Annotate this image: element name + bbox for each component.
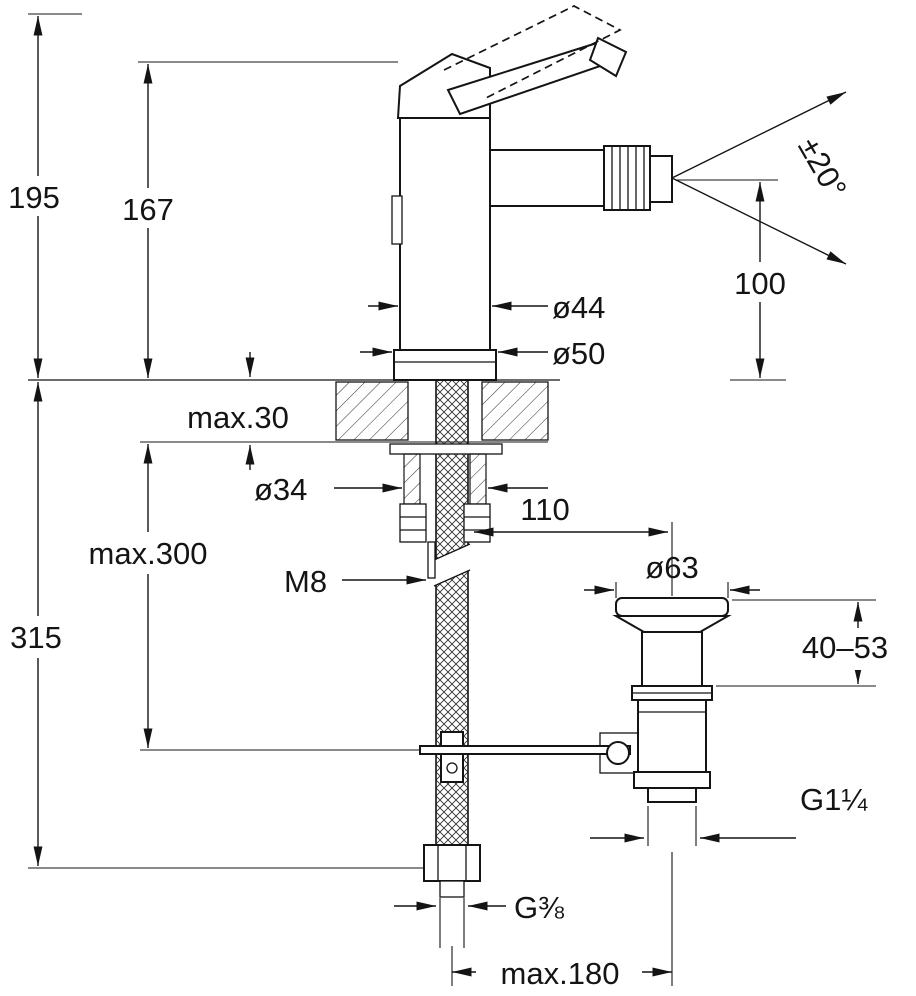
mounting-deck [28, 379, 786, 443]
fixing-hardware [389, 443, 503, 579]
fixing-nut-left [399, 503, 427, 543]
dim-spout-reach-label: 110 [520, 492, 569, 527]
dim-plug-travel-label: 40–53 [802, 630, 888, 665]
hose-nipple [439, 880, 465, 898]
dim-supply-thread-label: G⅜ [514, 890, 564, 925]
aerator-tip [649, 155, 673, 203]
spout [489, 149, 607, 207]
lever-raised-position-dashed [443, 5, 622, 99]
dim-deck-thickness-label: max.30 [187, 400, 289, 435]
hose-nut [423, 844, 481, 882]
waste-stem [641, 631, 703, 687]
faucet-base-flange [393, 349, 497, 381]
dim-stud-thread-label: M8 [284, 564, 327, 599]
faucet-body [399, 114, 491, 351]
shank-left [403, 453, 421, 505]
rod-clamp [440, 731, 464, 783]
waste-plug-cap [615, 597, 729, 617]
dim-rod-reach-label: max.180 [501, 956, 620, 991]
dim-hose-clearance-label: max.300 [89, 536, 208, 571]
faucet [391, 5, 673, 381]
dim-base-diameter-label: ø50 [552, 336, 605, 371]
m8-stud [427, 541, 436, 579]
waste-body-band [633, 771, 711, 789]
dim-supply-height-label: 315 [10, 620, 62, 655]
dim-body-diameter-label: ø44 [552, 290, 605, 325]
fixing-nut-right [463, 503, 491, 543]
dim-hole-diameter-label: ø34 [254, 472, 307, 507]
drain-assembly [612, 597, 732, 803]
aerator [603, 145, 673, 211]
waste-tailpiece [647, 787, 697, 803]
horseshoe-washer [389, 443, 503, 455]
dim-spout-angle-label: ±20° [791, 131, 853, 204]
clamp-screw [446, 762, 458, 774]
dim-waste-thread-label: G1¼ [800, 782, 868, 817]
popup-linkage [419, 731, 641, 783]
dim-overall-height-label: 195 [8, 180, 60, 215]
dim-waste-flange-diameter-label: ø63 [645, 550, 698, 585]
side-pin [391, 195, 403, 245]
popup-rod [419, 745, 631, 755]
dim-spout-height-label: 100 [734, 266, 786, 301]
shank-right [469, 453, 487, 505]
waste-body [637, 699, 707, 773]
hose-break-symbol [434, 544, 470, 586]
label-backgrounds [4, 176, 898, 992]
faucet-lever-tip [588, 36, 628, 78]
dim-body-height-label: 167 [122, 192, 174, 227]
pivot-ball [606, 741, 630, 765]
hose-end-fitting [423, 844, 481, 898]
